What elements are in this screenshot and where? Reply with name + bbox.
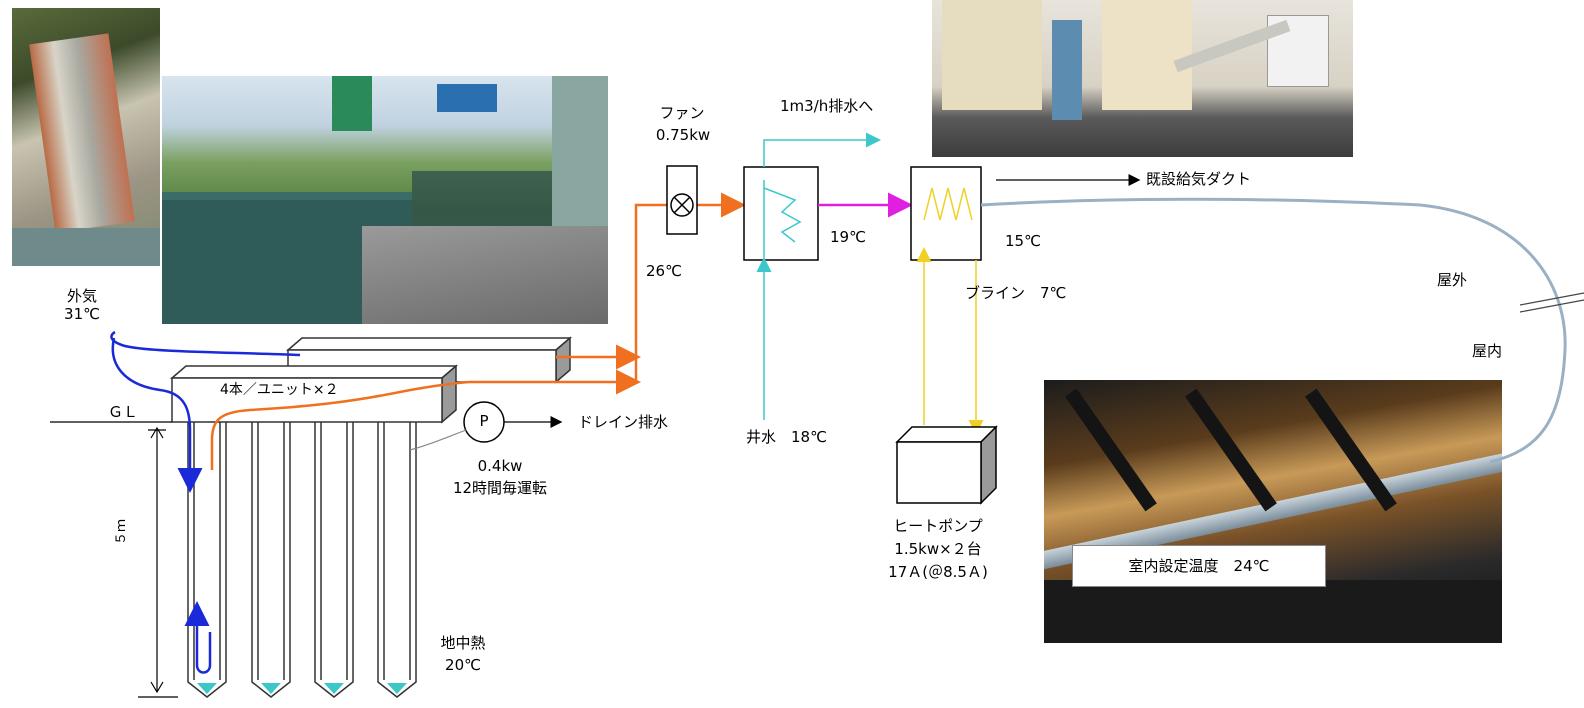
supply-duct bbox=[980, 197, 1567, 464]
fan-power: 0.75kw bbox=[655, 126, 711, 144]
pump-schedule: 12時間毎運転 bbox=[452, 479, 548, 497]
drain-rate-label: 1m3/h排水へ bbox=[780, 97, 874, 115]
heat-pump-unit bbox=[895, 425, 998, 505]
outside-air-label: 外気 bbox=[66, 287, 97, 305]
room-setpoint-box: 室内設定温度 24℃ bbox=[1072, 545, 1326, 587]
brine-label: ブライン 7℃ bbox=[965, 284, 1067, 302]
temp-after-pipe: 26℃ bbox=[646, 262, 682, 280]
gl-label: ＧＬ bbox=[108, 403, 139, 421]
fan-label: ファン bbox=[659, 104, 705, 122]
depth-dimension bbox=[138, 426, 178, 698]
site-photo bbox=[162, 76, 608, 324]
ground-heat-temp: 20℃ bbox=[445, 656, 481, 674]
depth-label: ５ｍ bbox=[114, 518, 129, 545]
pump-label: P bbox=[479, 412, 489, 430]
brine-loop bbox=[916, 247, 984, 435]
wall-marks bbox=[1519, 292, 1584, 313]
pump bbox=[409, 401, 563, 451]
outside-air-temp: 31℃ bbox=[64, 305, 100, 323]
temp-after-coil: 15℃ bbox=[1005, 232, 1041, 250]
fan-symbol bbox=[666, 165, 698, 235]
temp-after-well: 19℃ bbox=[830, 228, 866, 246]
heat-pump-label: ヒートポンプ bbox=[893, 517, 983, 535]
heat-pump-current: 17Ａ(＠8.5Ａ) bbox=[888, 563, 988, 581]
ground-wells bbox=[187, 422, 417, 698]
outdoor-label: 屋外 bbox=[1437, 271, 1468, 289]
existing-duct-label: 既設給気ダクト bbox=[1146, 170, 1252, 188]
drain-label: ドレイン排水 bbox=[578, 413, 669, 431]
indoor-label: 屋内 bbox=[1472, 342, 1503, 360]
interior-photo bbox=[1044, 380, 1502, 643]
equipment-photo bbox=[932, 0, 1353, 157]
well-water-label: 井水 18℃ bbox=[746, 428, 827, 446]
ground-heat-label: 地中熱 bbox=[440, 634, 486, 652]
heat-pump-power: 1.5kw×２台 bbox=[894, 540, 982, 558]
water-heat-exchanger bbox=[743, 132, 881, 420]
warm-air-flow bbox=[210, 192, 746, 470]
unit-box-front bbox=[169, 364, 459, 424]
cooling-coil bbox=[910, 166, 982, 261]
pump-power: 0.4kw bbox=[477, 457, 523, 475]
unit-box-label: 4本／ユニット×２ bbox=[220, 382, 339, 398]
trench-photo bbox=[12, 8, 160, 266]
intake-air-flow bbox=[110, 330, 301, 674]
